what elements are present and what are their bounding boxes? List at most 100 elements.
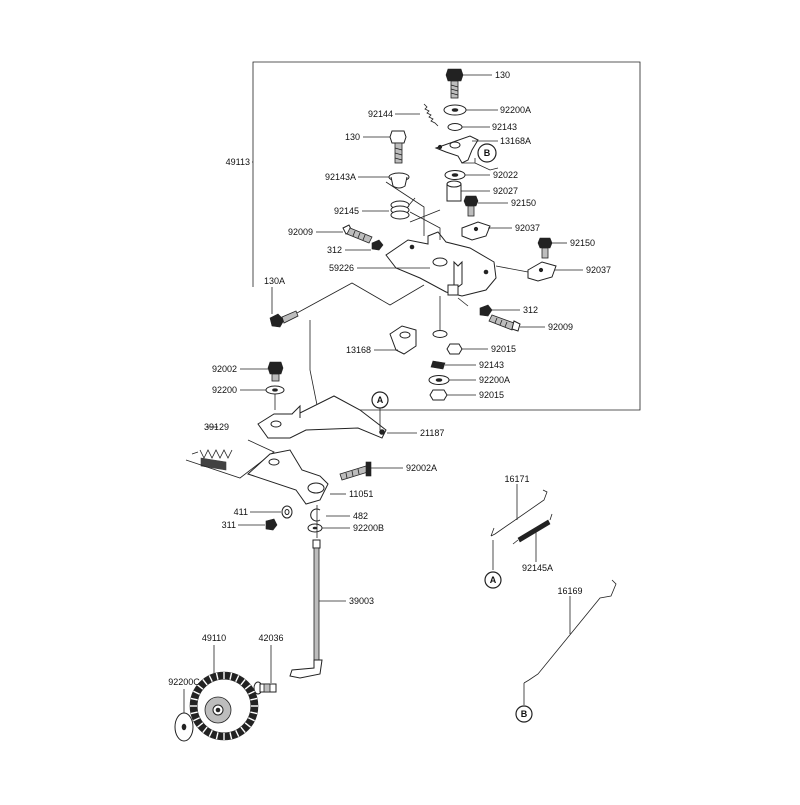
bolt-130-top [445,68,464,99]
gear-tooth-gap [202,726,208,734]
gear-tooth-gap [250,697,258,701]
rod-16171 [490,489,548,537]
label-39003: 39003 [349,596,374,606]
label-312-a: 312 [327,245,342,255]
label-21187: 21187 [420,428,444,438]
lever-13168 [389,325,448,355]
shaft-39003 [289,539,323,679]
label-92145a: 92145A [522,563,553,573]
label-92037-b: 92037 [586,265,611,275]
washer-92200a-top [443,104,467,116]
label-92200b: 92200B [353,523,384,533]
bracket-92037-a [461,221,491,241]
gear-tooth-gap [240,678,246,686]
label-92143-b: 92143 [479,360,504,370]
label-92027: 92027 [493,186,518,196]
nut-92015-a [446,343,463,355]
label-92009-a: 92009 [288,227,313,237]
label-92200c: 92200C [168,677,200,687]
gear-tooth-gap [240,726,246,734]
gear-tooth-gap [229,672,233,680]
label-92200a-top: 92200A [500,105,531,115]
arm-21187 [257,395,387,439]
label-92022: 92022 [493,170,518,180]
assembly-outline [252,61,641,411]
bolt-92009-b [488,314,521,332]
label-130-top: 130 [495,70,510,80]
gear-tooth-gap [235,730,240,737]
label-92150-b: 92150 [570,238,595,248]
gear-tooth-gap [235,675,240,682]
label-92150-a: 92150 [511,198,536,208]
washer-92200 [265,385,285,395]
label-92009-b: 92009 [548,322,573,332]
bolt-130a [269,310,299,328]
nut-312-a [371,239,384,251]
bolt-92150-b [537,237,553,259]
label-92143-top: 92143 [492,122,517,132]
callout-a-rod: A [484,571,502,589]
svg-text:A: A [377,395,384,405]
spring-39129 [191,449,233,471]
label-92015-b: 92015 [479,390,504,400]
rod-16169 [523,579,617,684]
gear-tooth-gap [208,675,213,682]
svg-text:B: B [521,709,528,719]
gear-tooth-gap [229,732,233,740]
label-16171: 16171 [504,474,529,484]
washer-92200c [174,712,194,742]
gear-tooth-gap [248,690,255,695]
label-13168: 13168 [346,345,371,355]
bolt-92002 [267,361,284,382]
gear-tooth-gap [193,690,200,695]
lever-13168a [434,135,479,164]
label-92002a: 92002A [406,463,437,473]
label-482: 482 [353,511,368,521]
gear-49110 [189,671,259,741]
gear-tooth-gap [190,697,198,701]
label-42036: 42036 [258,633,283,643]
gear-tooth-gap [208,730,213,737]
bushing-92143a [388,172,410,189]
gear-tooth-gap [215,732,219,740]
label-311: 311 [222,520,236,530]
washer-411 [281,505,293,519]
label-92002: 92002 [212,364,237,374]
pin-42036 [253,681,277,695]
lever-11051 [247,449,329,505]
label-92144: 92144 [368,109,393,119]
label-49110: 49110 [202,633,226,643]
spring-92145a [512,513,553,545]
collar-92027 [446,180,462,202]
label-59226: 59226 [329,263,354,273]
gear-tooth-gap [244,684,252,690]
label-92015-a: 92015 [491,344,516,354]
label-92145: 92145 [334,206,359,216]
gear-tooth-gap [250,711,258,715]
callout-b-rod: B [515,705,533,723]
spring-92145 [390,197,416,220]
part-labels: 130 92200A 92144 92143 130 13168A 49113 … [168,70,611,687]
bracket-92037-b [527,261,557,282]
gear-tooth-gap [196,722,204,728]
svg-text:B: B [484,148,491,158]
washer-92200b [307,523,323,533]
washer-92143-b [430,360,446,370]
label-92200: 92200 [212,385,237,395]
washer-92022 [444,170,466,180]
label-13168a: 13168A [500,136,531,146]
bolt-92009-a [342,224,373,244]
gear-tooth-gap [196,684,204,690]
gear-tooth-gap [193,717,200,722]
callout-b-top: B [477,143,497,163]
gear-tooth-gap [248,717,255,722]
plate-59226 [385,231,497,297]
bolt-92150-a [463,195,479,217]
label-92037-a: 92037 [515,223,540,233]
label-92143a: 92143A [325,172,356,182]
nut-312-b [479,304,493,317]
label-130a: 130A [264,276,285,286]
gear-tooth-gap [190,711,198,715]
